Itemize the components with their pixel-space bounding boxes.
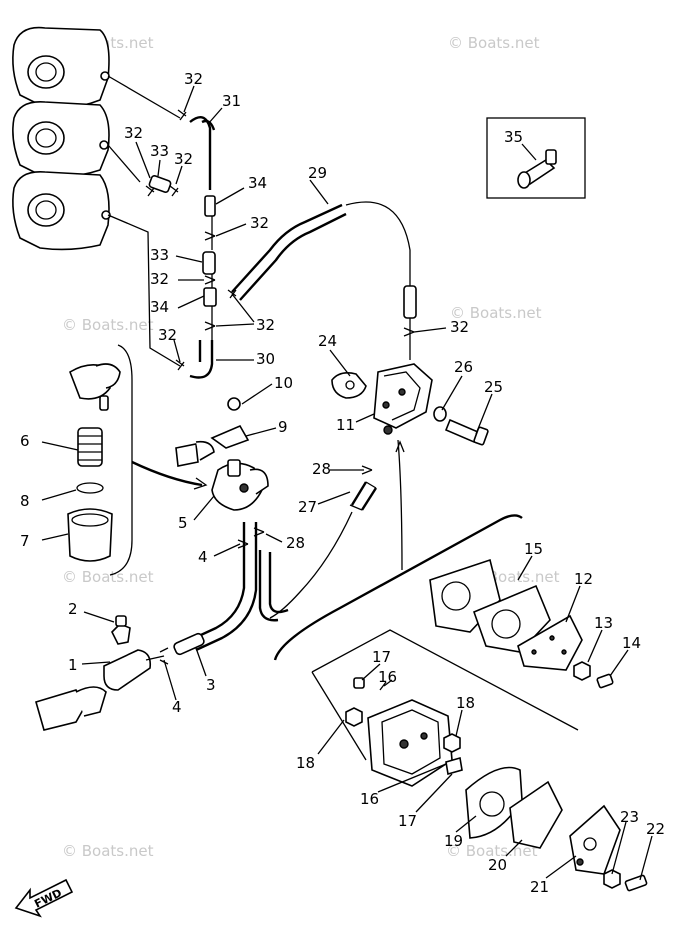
- arrow-head: [395, 440, 405, 453]
- hose-3-lines: [173, 522, 289, 656]
- joint-34b: [203, 287, 217, 307]
- callout-32: 32: [250, 214, 269, 232]
- callout-24: 24: [318, 332, 337, 350]
- callout-2: 2: [68, 600, 78, 618]
- pump-diaphragm-panel: [273, 514, 579, 761]
- callout-labels: 32 31 32 33 32 34 32 33 32 34 32 32 30 2…: [20, 70, 665, 896]
- watermark: © Boats.net: [448, 34, 540, 52]
- callout-32: 32: [256, 316, 275, 334]
- callout-17: 17: [372, 648, 391, 666]
- callout-6: 6: [20, 432, 30, 450]
- callout-14: 14: [622, 634, 641, 652]
- callout-13: 13: [594, 614, 613, 632]
- callout-32: 32: [450, 318, 469, 336]
- callout-28: 28: [312, 460, 331, 478]
- callout-26: 26: [454, 358, 473, 376]
- hose-29: [231, 201, 417, 360]
- inset-part-35: [486, 117, 586, 199]
- pump-cover-stack: [465, 766, 648, 892]
- callout-23: 23: [620, 808, 639, 826]
- callout-33: 33: [150, 246, 169, 264]
- callout-1: 1: [68, 656, 78, 674]
- pump-body: [345, 677, 463, 787]
- callout-34: 34: [150, 298, 169, 316]
- callout-35: 35: [504, 128, 523, 146]
- watermark: © Boats.net: [450, 304, 542, 322]
- callout-32: 32: [150, 270, 169, 288]
- callout-29: 29: [308, 164, 327, 182]
- callout-8: 8: [20, 492, 30, 510]
- callout-32: 32: [174, 150, 193, 168]
- nut-13-bolt-14: [573, 661, 614, 689]
- callout-16: 16: [378, 668, 397, 686]
- hose-33b: [202, 251, 216, 275]
- callout-32: 32: [184, 70, 203, 88]
- callout-21: 21: [530, 878, 549, 896]
- carburetor-assembly: [12, 26, 111, 251]
- hose-clamps: [145, 109, 415, 371]
- callout-4: 4: [198, 548, 208, 566]
- callout-7: 7: [20, 532, 30, 550]
- callout-30: 30: [256, 350, 275, 368]
- leader-lines: [41, 85, 653, 881]
- callout-18: 18: [296, 754, 315, 772]
- fuel-filter-group: [67, 344, 133, 576]
- callout-17: 17: [398, 812, 417, 830]
- callout-31: 31: [222, 92, 241, 110]
- callout-34: 34: [248, 174, 267, 192]
- fuel-joint-1: [35, 615, 169, 731]
- callout-4: 4: [172, 698, 182, 716]
- callout-12: 12: [574, 570, 593, 588]
- callout-33: 33: [150, 142, 169, 160]
- callout-9: 9: [278, 418, 288, 436]
- callout-15: 15: [524, 540, 543, 558]
- callout-27: 27: [298, 498, 317, 516]
- callout-10: 10: [274, 374, 293, 392]
- fuel-pump-11: [331, 363, 489, 446]
- watermarks: © Boats.net © Boats.net © Boats.net © Bo…: [62, 34, 560, 860]
- callout-22: 22: [646, 820, 665, 838]
- callout-32: 32: [158, 326, 177, 344]
- callout-28: 28: [286, 534, 305, 552]
- callout-32: 32: [124, 124, 143, 142]
- hose-33a: [148, 174, 172, 194]
- callout-25: 25: [484, 378, 503, 396]
- joint-34a: [204, 195, 216, 217]
- fwd-arrow: FWD: [14, 878, 74, 918]
- watermark: © Boats.net: [62, 568, 154, 586]
- callout-20: 20: [488, 856, 507, 874]
- watermark: © Boats.net: [62, 316, 154, 334]
- callout-18: 18: [456, 694, 475, 712]
- callout-3: 3: [206, 676, 216, 694]
- gaskets: [429, 558, 583, 671]
- callout-11: 11: [336, 416, 355, 434]
- callout-19: 19: [444, 832, 463, 850]
- carb-fuel-lines: [107, 75, 217, 379]
- callout-5: 5: [178, 514, 188, 532]
- watermark: © Boats.net: [62, 842, 154, 860]
- fuel-filter-5: [131, 397, 269, 511]
- callout-16: 16: [360, 790, 379, 808]
- pump-outline-line: [397, 439, 403, 571]
